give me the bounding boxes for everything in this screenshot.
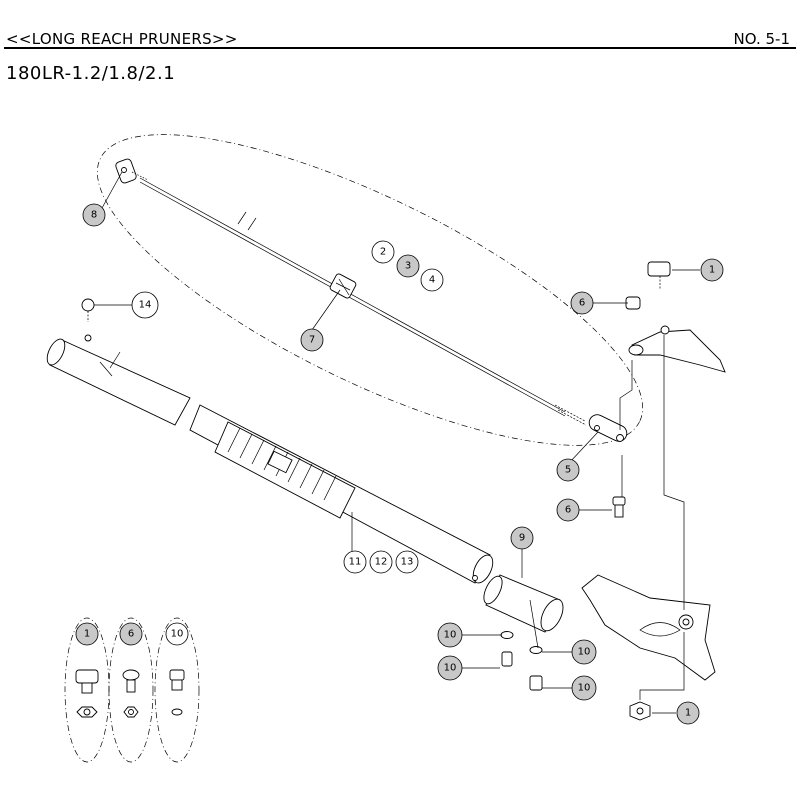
svg-text:8: 8 bbox=[91, 210, 97, 221]
callout-8: 8 bbox=[82, 203, 106, 227]
rod-guide bbox=[329, 273, 357, 299]
svg-text:10: 10 bbox=[444, 663, 457, 674]
svg-text:2: 2 bbox=[380, 247, 386, 258]
svg-text:6: 6 bbox=[128, 629, 134, 640]
svg-text:12: 12 bbox=[375, 557, 388, 568]
grip bbox=[214, 421, 356, 519]
legend-bolt-1-shank bbox=[81, 682, 93, 694]
callout-6-bottom: 6 bbox=[556, 498, 580, 522]
leader-lines bbox=[94, 171, 700, 714]
bolts-10 bbox=[500, 631, 543, 691]
bolt-6-bottom bbox=[612, 496, 626, 518]
svg-text:10: 10 bbox=[578, 683, 591, 694]
svg-text:10: 10 bbox=[578, 647, 591, 658]
callout-11: 11 bbox=[343, 550, 367, 574]
svg-text:11: 11 bbox=[349, 557, 362, 568]
legend-label-6: 6 bbox=[119, 622, 143, 646]
callout-10-d: 10 bbox=[571, 675, 597, 701]
callout-10-c: 10 bbox=[571, 639, 597, 665]
svg-text:6: 6 bbox=[565, 505, 571, 516]
legend-label-1: 1 bbox=[75, 622, 99, 646]
rod-assembly-group-outline bbox=[97, 134, 643, 446]
hardware-legend: 1 6 10 bbox=[64, 617, 200, 763]
svg-text:10: 10 bbox=[444, 630, 457, 641]
svg-text:7: 7 bbox=[309, 335, 315, 346]
callout-9: 9 bbox=[510, 526, 534, 550]
callout-2: 2 bbox=[371, 240, 395, 264]
callout-6-top: 6 bbox=[570, 291, 594, 315]
callout-14: 14 bbox=[131, 291, 159, 319]
operating-rod bbox=[139, 177, 587, 426]
callout-3: 3 bbox=[396, 254, 420, 278]
callout-10-b: 10 bbox=[437, 655, 463, 681]
svg-text:1: 1 bbox=[685, 708, 691, 719]
legend-bolt-10 bbox=[169, 669, 185, 681]
legend-screw-6 bbox=[122, 669, 140, 681]
legend-washer-10 bbox=[171, 708, 183, 716]
svg-text:9: 9 bbox=[519, 533, 525, 544]
callout-1-top: 1 bbox=[700, 258, 724, 282]
callout-13: 13 bbox=[395, 550, 419, 574]
svg-text:13: 13 bbox=[401, 557, 414, 568]
callout-5: 5 bbox=[556, 458, 580, 482]
svg-text:1: 1 bbox=[709, 265, 715, 276]
screw-14 bbox=[81, 298, 95, 342]
svg-text:10: 10 bbox=[171, 629, 184, 640]
bolt-6-top bbox=[625, 296, 641, 310]
legend-screw-6-shank bbox=[126, 679, 136, 693]
callout-1-bottom: 1 bbox=[676, 701, 700, 725]
nut-bottom bbox=[629, 701, 651, 721]
head-sleeve bbox=[483, 574, 564, 633]
callout-7: 7 bbox=[300, 328, 324, 352]
svg-text:6: 6 bbox=[579, 298, 585, 309]
svg-text:1: 1 bbox=[84, 629, 90, 640]
section-title: <<LONG REACH PRUNERS>> bbox=[6, 30, 238, 48]
lower-blade bbox=[581, 574, 716, 681]
legend-label-10: 10 bbox=[165, 622, 189, 646]
callout-4: 4 bbox=[420, 268, 444, 292]
svg-text:14: 14 bbox=[139, 300, 152, 311]
svg-text:5: 5 bbox=[565, 465, 571, 476]
rod-end-top bbox=[115, 158, 149, 184]
page-number: NO. 5-1 bbox=[733, 30, 790, 48]
bolt-top bbox=[647, 261, 671, 290]
upper-blade bbox=[628, 325, 726, 373]
svg-text:4: 4 bbox=[429, 275, 435, 286]
callout-10-a: 10 bbox=[437, 622, 463, 648]
rod-end-bottom bbox=[588, 414, 628, 442]
svg-text:3: 3 bbox=[405, 261, 411, 272]
legend-bolt-1 bbox=[75, 669, 99, 684]
model-number: 180LR-1.2/1.8/2.1 bbox=[6, 63, 176, 84]
legend-bolt-10-shank bbox=[171, 679, 183, 691]
header-divider bbox=[4, 47, 796, 49]
callout-12: 12 bbox=[369, 550, 393, 574]
